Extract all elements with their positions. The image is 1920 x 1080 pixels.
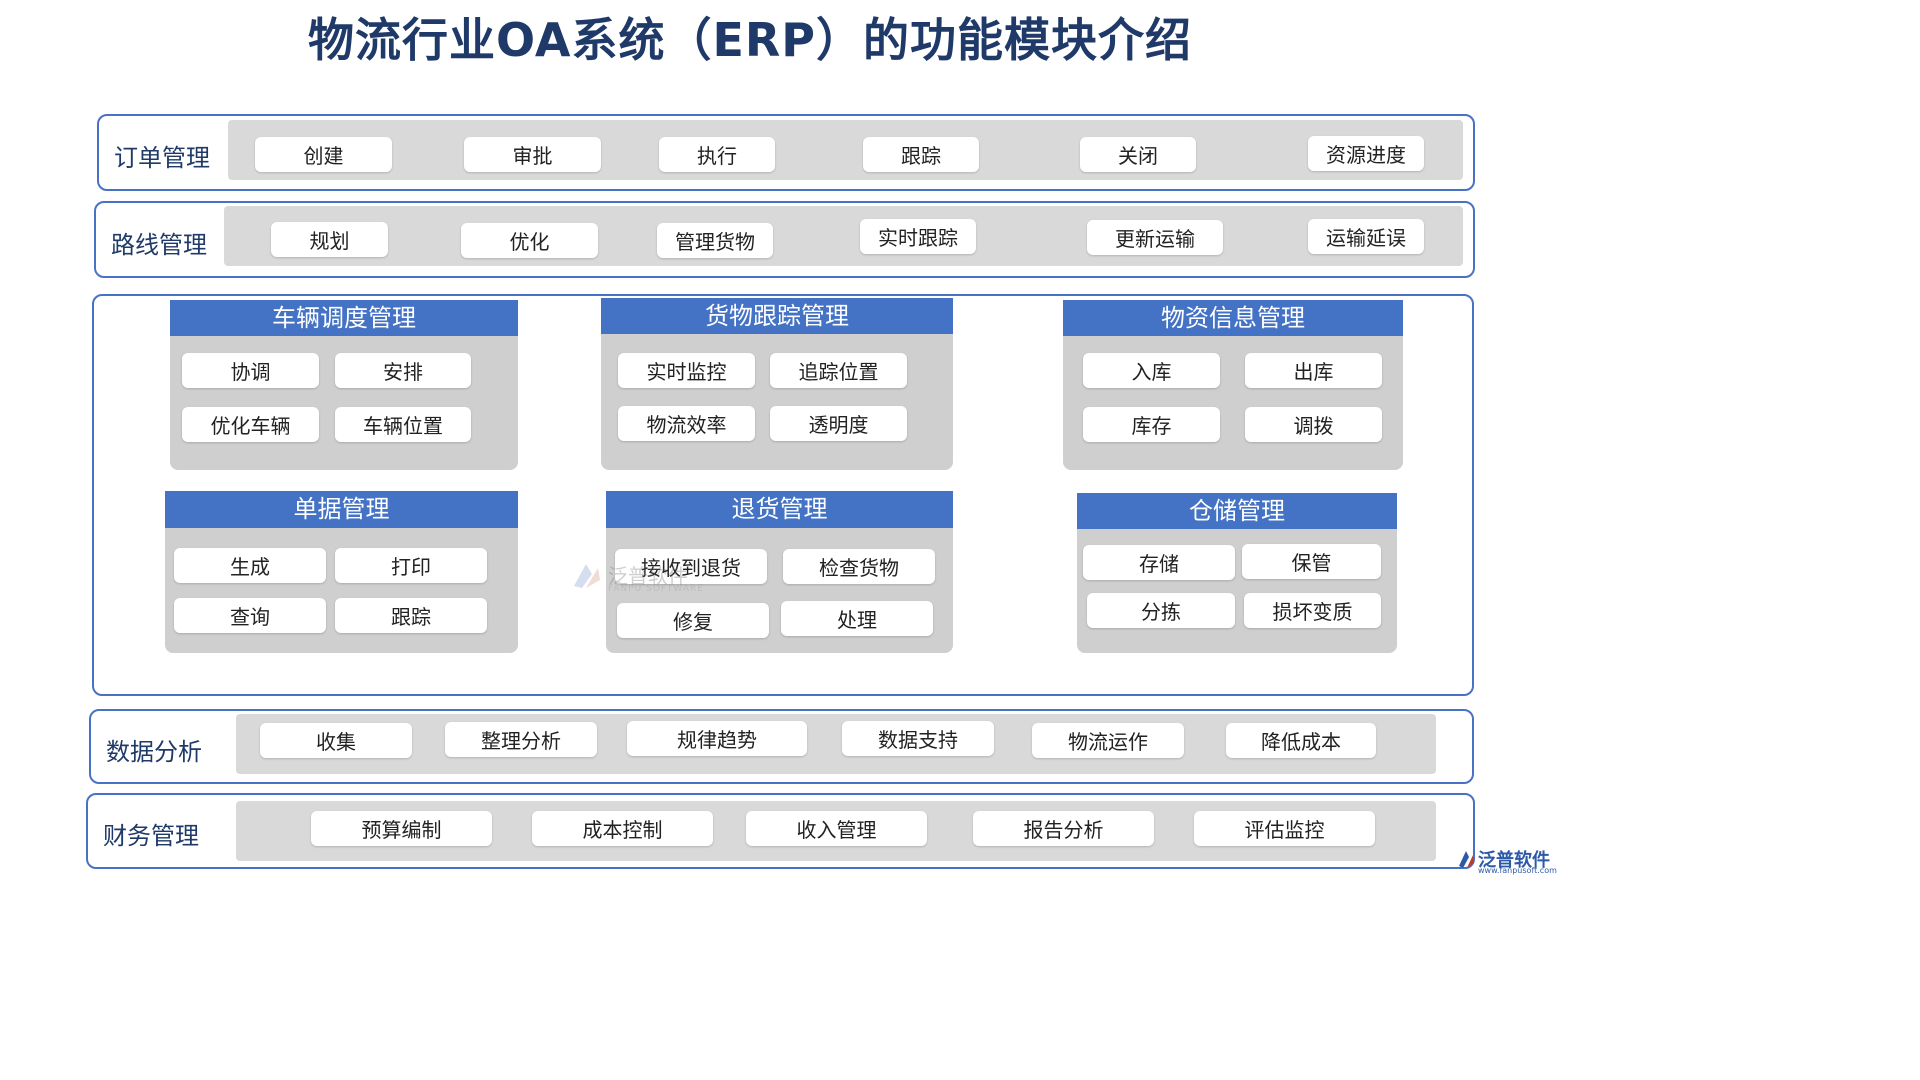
chip-realtime-tracking[interactable]: 实时跟踪 [860, 219, 976, 254]
chip-update-transport[interactable]: 更新运输 [1087, 220, 1223, 255]
chip-revenue-management[interactable]: 收入管理 [746, 811, 927, 846]
chip-print[interactable]: 打印 [335, 548, 487, 583]
chip-report-analysis[interactable]: 报告分析 [973, 811, 1154, 846]
chip-query[interactable]: 查询 [174, 598, 326, 633]
chip-store[interactable]: 存储 [1083, 545, 1235, 580]
chip-organize-analyze[interactable]: 整理分析 [445, 722, 597, 757]
chip-damage-deterioration[interactable]: 损坏变质 [1244, 593, 1381, 628]
chip-collect[interactable]: 收集 [260, 723, 412, 758]
page-title: 物流行业OA系统（ERP）的功能模块介绍 [307, 13, 1193, 67]
module-returns: 退货管理 接收到退货 检查货物 修复 处理 [606, 491, 953, 653]
chip-close[interactable]: 关闭 [1080, 137, 1196, 172]
chip-sort[interactable]: 分拣 [1087, 593, 1235, 628]
chip-logistics-efficiency[interactable]: 物流效率 [618, 406, 755, 441]
module-vehicle-dispatch: 车辆调度管理 协调 安排 优化车辆 车辆位置 [170, 300, 518, 470]
chip-logistics-operation[interactable]: 物流运作 [1032, 723, 1184, 758]
chip-reduce-cost[interactable]: 降低成本 [1226, 723, 1376, 758]
chip-allocate[interactable]: 调拨 [1245, 407, 1382, 442]
chip-optimize[interactable]: 优化 [461, 223, 598, 258]
brand-logo-icon [1459, 851, 1474, 868]
route-management-strip [224, 206, 1463, 266]
row-label-finance-management: 财务管理 [103, 822, 199, 850]
order-management-strip [228, 120, 1463, 180]
chip-manage-goods[interactable]: 管理货物 [657, 223, 773, 258]
module-cargo-tracking: 货物跟踪管理 实时监控 追踪位置 物流效率 透明度 [601, 298, 953, 470]
chip-patterns-trends[interactable]: 规律趋势 [627, 721, 807, 756]
chip-document-track[interactable]: 跟踪 [335, 598, 487, 633]
chip-trace-location[interactable]: 追踪位置 [770, 353, 907, 388]
chip-data-support[interactable]: 数据支持 [842, 721, 994, 756]
chip-realtime-monitor[interactable]: 实时监控 [618, 353, 755, 388]
module-title-cargo-tracking: 货物跟踪管理 [601, 298, 953, 334]
chip-outbound[interactable]: 出库 [1245, 353, 1382, 388]
chip-generate[interactable]: 生成 [174, 548, 326, 583]
chip-transparency[interactable]: 透明度 [770, 406, 907, 441]
brand-logo-url: www.fanpusoft.com [1478, 866, 1557, 875]
chip-resource-progress[interactable]: 资源进度 [1308, 136, 1424, 171]
chip-budgeting[interactable]: 预算编制 [311, 811, 492, 846]
chip-evaluate-monitor[interactable]: 评估监控 [1194, 811, 1375, 846]
module-title-material-info: 物资信息管理 [1063, 300, 1403, 336]
chip-safekeep[interactable]: 保管 [1242, 544, 1381, 579]
chip-transport-delay[interactable]: 运输延误 [1308, 219, 1424, 254]
chip-plan[interactable]: 规划 [271, 222, 388, 257]
chip-vehicle-location[interactable]: 车辆位置 [335, 407, 471, 442]
chip-optimize-vehicles[interactable]: 优化车辆 [182, 407, 319, 442]
row-label-route-management: 路线管理 [111, 231, 207, 259]
chip-arrange[interactable]: 安排 [335, 353, 471, 388]
chip-cost-control[interactable]: 成本控制 [532, 811, 713, 846]
module-document: 单据管理 生成 打印 查询 跟踪 [165, 491, 518, 653]
chip-execute[interactable]: 执行 [659, 137, 775, 172]
chip-repair[interactable]: 修复 [617, 603, 769, 638]
chip-track[interactable]: 跟踪 [863, 137, 979, 172]
module-warehouse: 仓储管理 存储 保管 分拣 损坏变质 [1077, 493, 1397, 653]
chip-inventory[interactable]: 库存 [1083, 407, 1220, 442]
chip-inbound[interactable]: 入库 [1083, 353, 1220, 388]
row-label-order-management: 订单管理 [114, 144, 210, 172]
chip-coordinate[interactable]: 协调 [182, 353, 319, 388]
brand-logo: 泛普软件 www.fanpusoft.com [1456, 846, 1560, 876]
modules-frame [92, 294, 1474, 696]
row-label-data-analysis: 数据分析 [106, 738, 202, 766]
module-title-returns: 退货管理 [606, 491, 953, 528]
chip-inspect-goods[interactable]: 检查货物 [783, 549, 935, 584]
chip-handle[interactable]: 处理 [781, 601, 933, 636]
brand-logo-text: 泛普软件 [1478, 850, 1550, 871]
chip-approve[interactable]: 审批 [464, 137, 601, 172]
module-title-document: 单据管理 [165, 491, 518, 528]
module-title-vehicle-dispatch: 车辆调度管理 [170, 300, 518, 336]
chip-create[interactable]: 创建 [255, 137, 392, 172]
chip-receive-returns[interactable]: 接收到退货 [615, 549, 767, 584]
module-title-warehouse: 仓储管理 [1077, 493, 1397, 529]
module-material-info: 物资信息管理 入库 出库 库存 调拨 [1063, 300, 1403, 470]
